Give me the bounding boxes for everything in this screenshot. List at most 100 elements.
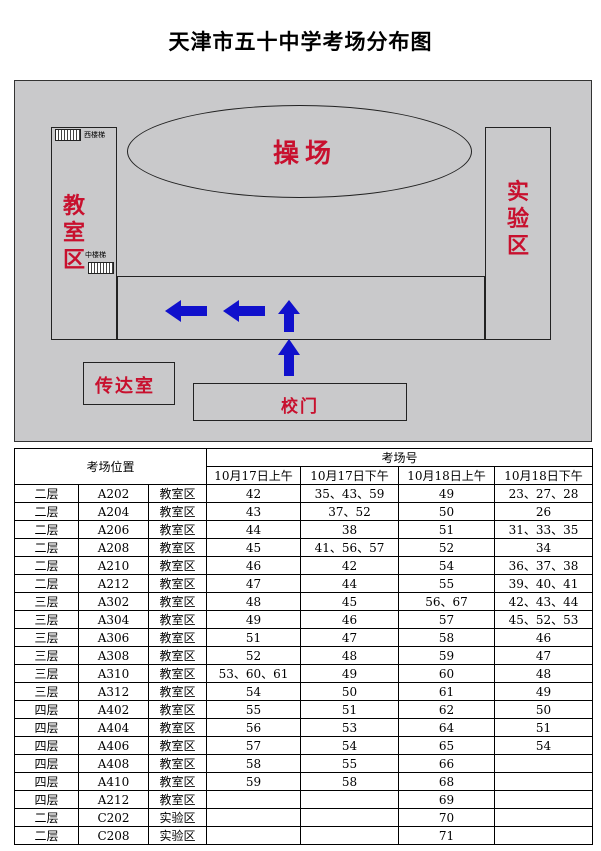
session-3-cell: 50 — [398, 502, 496, 521]
area-cell: 教室区 — [147, 556, 208, 575]
playground-oval — [127, 105, 472, 198]
room-cell: A310 — [78, 664, 149, 683]
area-cell: 教室区 — [147, 664, 208, 683]
session-2-cell: 51 — [300, 700, 400, 719]
session-4-cell — [494, 826, 594, 845]
session-3-cell: 62 — [398, 700, 496, 719]
header-session: 10月17日下午 — [300, 466, 400, 485]
session-2-cell: 48 — [300, 646, 400, 665]
session-1-cell: 44 — [206, 520, 302, 539]
session-3-cell: 69 — [398, 790, 496, 809]
room-cell: A202 — [78, 484, 149, 503]
session-4-cell: 51 — [494, 718, 594, 737]
floor-cell: 二层 — [14, 826, 79, 845]
lab-area-label: 实 验 区 — [506, 180, 529, 259]
area-cell: 教室区 — [147, 736, 208, 755]
floor-cell: 二层 — [14, 556, 79, 575]
west-stairs-icon — [55, 129, 81, 141]
session-4-cell: 54 — [494, 736, 594, 755]
session-1-cell: 47 — [206, 574, 302, 593]
session-2-cell: 50 — [300, 682, 400, 701]
session-4-cell: 26 — [494, 502, 594, 521]
session-2-cell: 38 — [300, 520, 400, 539]
session-2-cell: 37、52 — [300, 502, 400, 521]
session-4-cell — [494, 808, 594, 827]
session-2-cell: 41、56、57 — [300, 538, 400, 557]
area-cell: 教室区 — [147, 790, 208, 809]
floor-cell: 二层 — [14, 574, 79, 593]
floor-cell: 四层 — [14, 754, 79, 773]
session-2-cell: 47 — [300, 628, 400, 647]
campus-map: 操场 西楼梯 中楼梯 教 室 区 实 验 区 传达室 校门 — [14, 80, 592, 442]
floor-cell: 三层 — [14, 628, 79, 647]
session-4-cell: 49 — [494, 682, 594, 701]
arrow-left-icon — [165, 300, 207, 322]
floor-cell: 四层 — [14, 772, 79, 791]
area-cell: 教室区 — [147, 520, 208, 539]
session-1-cell: 53、60、61 — [206, 664, 302, 683]
area-cell: 教室区 — [147, 484, 208, 503]
area-cell: 教室区 — [147, 592, 208, 611]
session-1-cell: 48 — [206, 592, 302, 611]
room-cell: A306 — [78, 628, 149, 647]
session-1-cell: 59 — [206, 772, 302, 791]
session-4-cell: 42、43、44 — [494, 592, 594, 611]
floor-cell: 二层 — [14, 808, 79, 827]
classroom-area-label: 教 室 区 — [62, 194, 85, 273]
floor-cell: 三层 — [14, 610, 79, 629]
floor-cell: 二层 — [14, 538, 79, 557]
classroom-building — [51, 127, 117, 340]
session-1-cell — [206, 808, 302, 827]
header-session: 10月18日下午 — [494, 466, 594, 485]
session-4-cell: 31、33、35 — [494, 520, 594, 539]
session-3-cell: 66 — [398, 754, 496, 773]
session-3-cell: 51 — [398, 520, 496, 539]
guard-room-label: 传达室 — [95, 376, 155, 397]
session-4-cell — [494, 790, 594, 809]
room-cell: A304 — [78, 610, 149, 629]
session-4-cell: 46 — [494, 628, 594, 647]
session-3-cell: 70 — [398, 808, 496, 827]
session-1-cell: 54 — [206, 682, 302, 701]
session-3-cell: 71 — [398, 826, 496, 845]
arrow-up-icon — [278, 300, 300, 332]
session-4-cell — [494, 772, 594, 791]
session-1-cell: 56 — [206, 718, 302, 737]
session-2-cell: 42 — [300, 556, 400, 575]
session-3-cell: 60 — [398, 664, 496, 683]
area-cell: 教室区 — [147, 538, 208, 557]
session-3-cell: 68 — [398, 772, 496, 791]
room-cell: A208 — [78, 538, 149, 557]
session-2-cell — [300, 826, 400, 845]
session-1-cell: 46 — [206, 556, 302, 575]
school-gate-label: 校门 — [281, 397, 319, 417]
session-1-cell: 42 — [206, 484, 302, 503]
room-cell: A302 — [78, 592, 149, 611]
area-cell: 教室区 — [147, 628, 208, 647]
session-2-cell — [300, 790, 400, 809]
area-cell: 教室区 — [147, 574, 208, 593]
room-cell: C202 — [78, 808, 149, 827]
floor-cell: 三层 — [14, 646, 79, 665]
session-4-cell — [494, 754, 594, 773]
floor-cell: 四层 — [14, 736, 79, 755]
floor-cell: 四层 — [14, 700, 79, 719]
session-1-cell: 52 — [206, 646, 302, 665]
exam-room-table: 考场位置 考场号 10月17日上午 10月17日下午 10月18日上午 10月1… — [13, 448, 594, 845]
session-4-cell: 34 — [494, 538, 594, 557]
room-cell: A212 — [78, 790, 149, 809]
room-cell: A212 — [78, 574, 149, 593]
session-4-cell: 47 — [494, 646, 594, 665]
session-3-cell: 49 — [398, 484, 496, 503]
